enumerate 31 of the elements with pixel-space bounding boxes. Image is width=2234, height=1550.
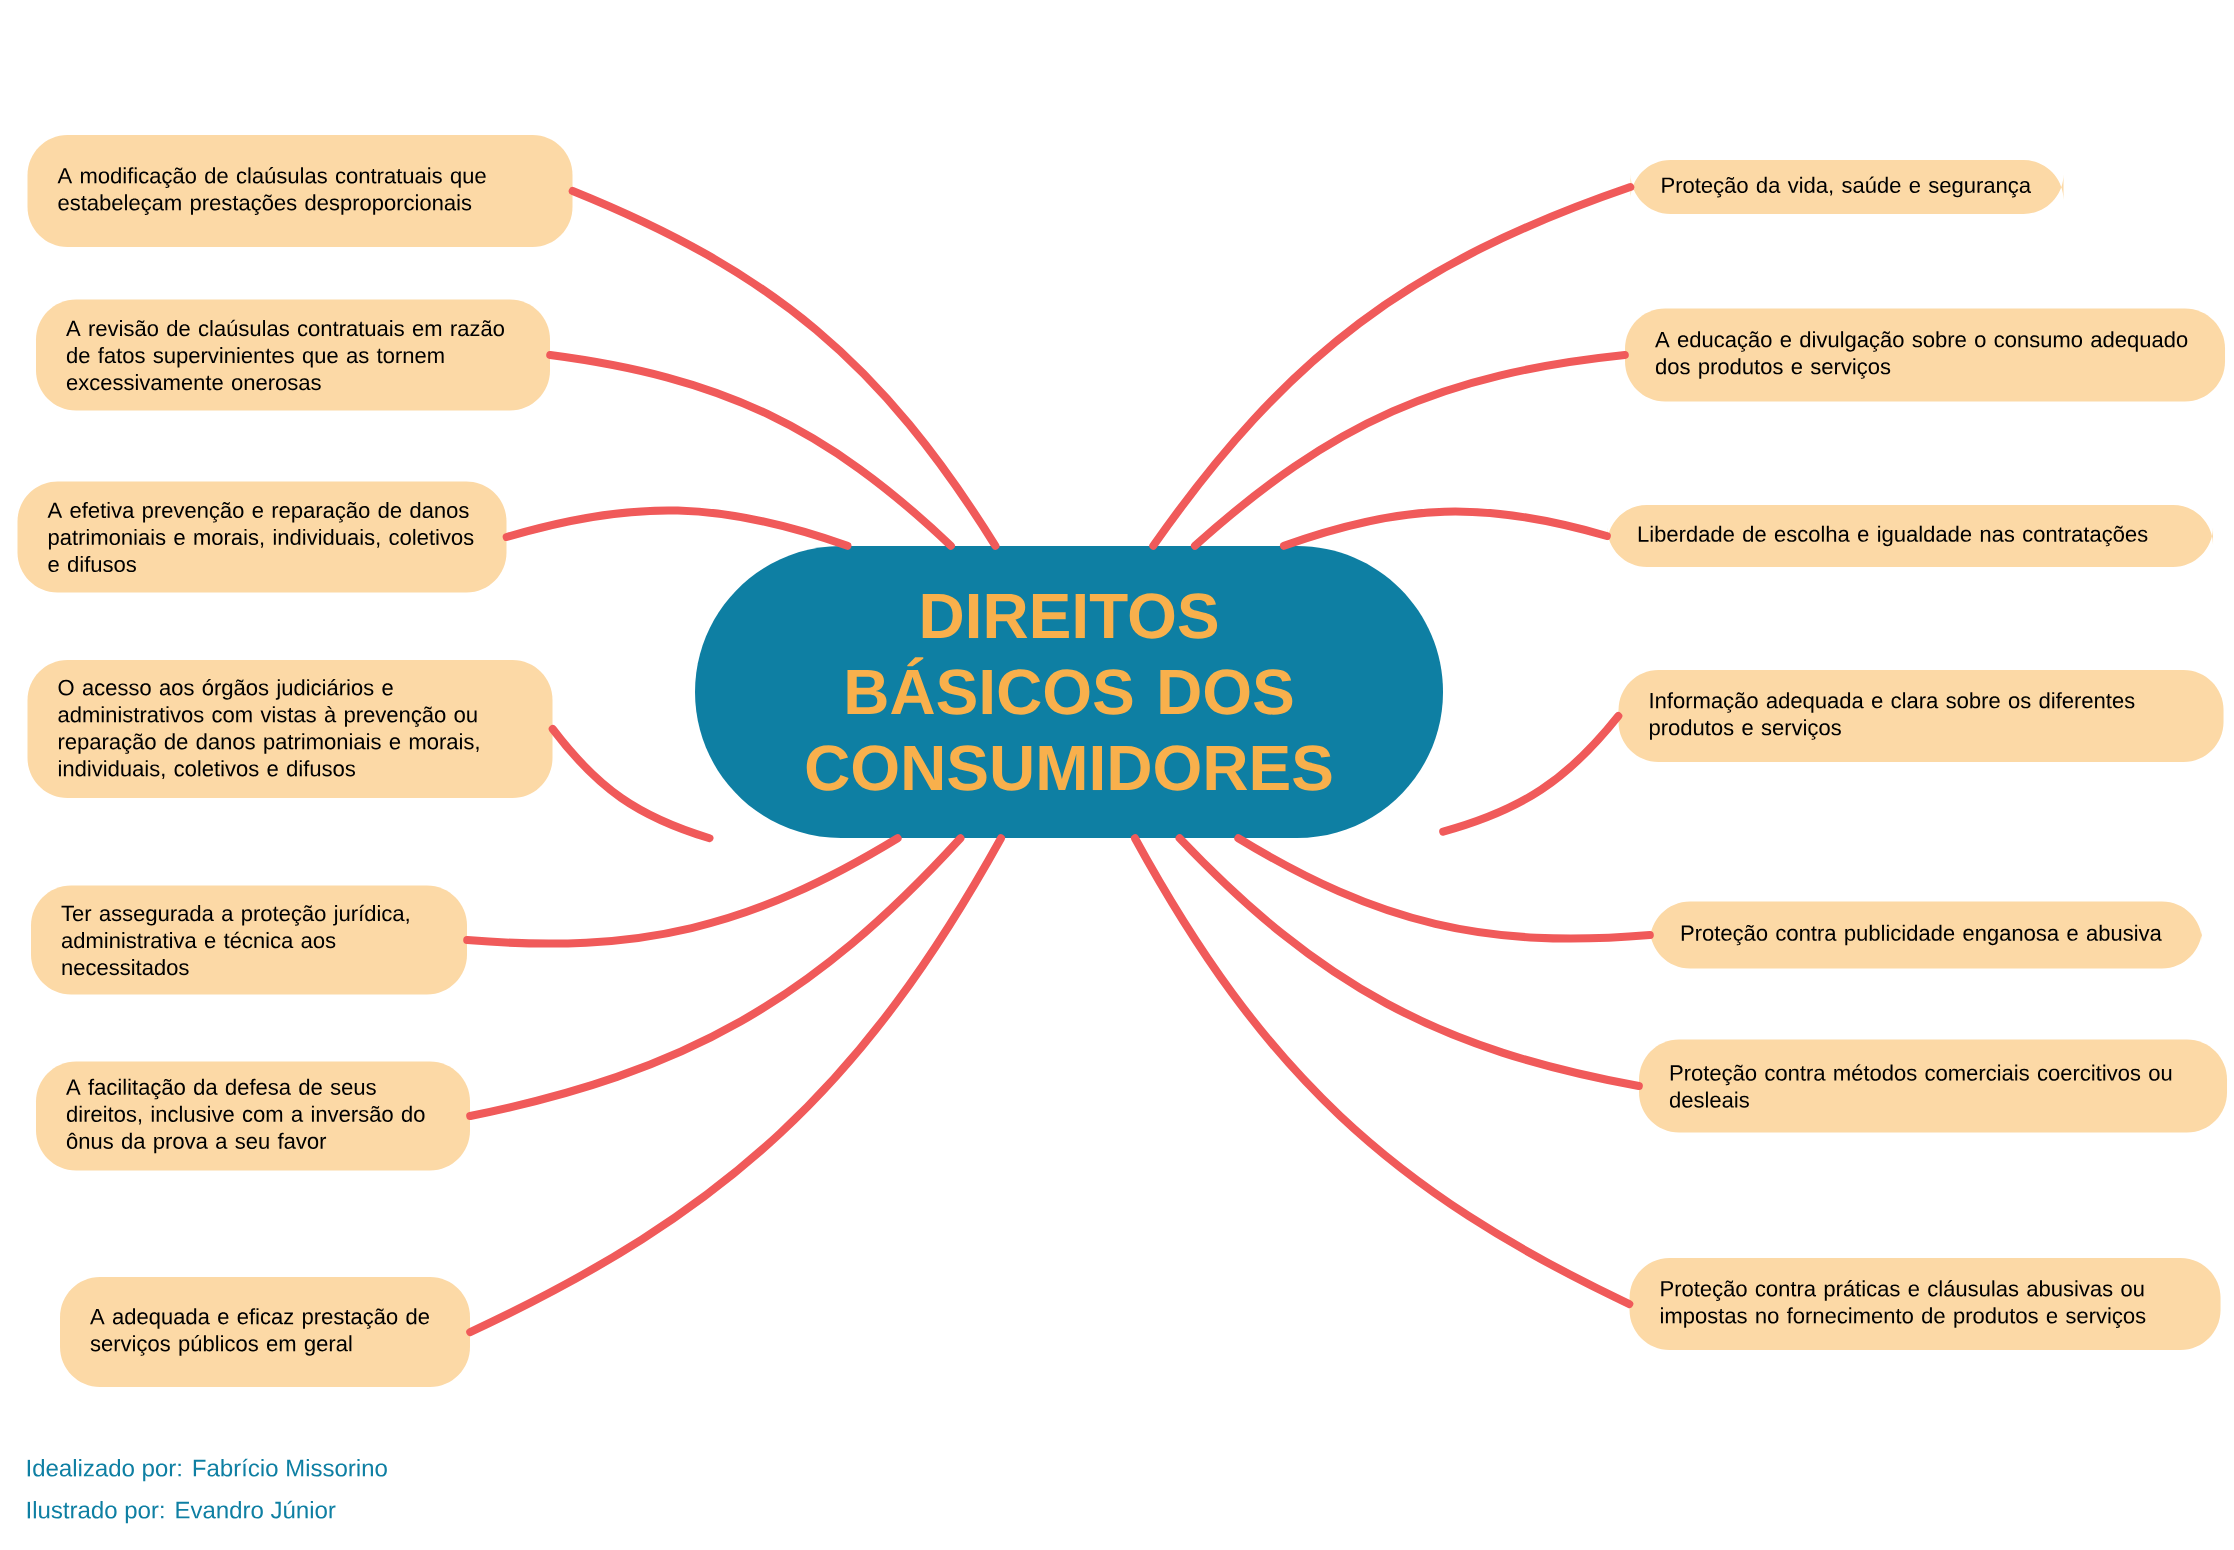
connector-line — [1175, 834, 1643, 1090]
topic-bubble: Proteção contra práticas e cláusulas abusivas ou impostas no fornecimento de produtos e serviços — [1629, 1258, 2221, 1350]
topic-bubble: Proteção contra métodos comerciais coercitivos ou desleais — [1639, 1039, 2228, 1133]
topic-bubble: A revisão de claúsulas contratuais em razão de fatos supervinientes que as tornem excessivamente onerosas — [36, 299, 550, 411]
topic-bubble: Proteção contra publicidade enganosa e abusiva — [1650, 901, 2203, 969]
connector-line — [463, 834, 902, 948]
topic-bubble: Ter assegurada a proteção jurídica, administrativa e técnica aos necessitados — [31, 885, 467, 995]
topic-bubble: A adequada e eficaz prestação de serviços públicos em geral — [60, 1277, 470, 1387]
connector-line — [466, 834, 965, 1120]
connector-line — [548, 725, 714, 843]
topic-bubble: Informação adequada e clara sobre os diferentes produtos e serviços — [1618, 670, 2224, 762]
topic-bubble: Liberdade de escolha e igualdade nas contratações — [1607, 505, 2214, 567]
connector-line — [1190, 351, 1629, 550]
connector-line — [502, 506, 852, 550]
title-pill: DIREITOS BÁSICOS DOS CONSUMIDORES — [695, 546, 1443, 838]
connector-line — [466, 834, 1005, 1336]
connector-line — [1149, 183, 1635, 550]
credit-text: Ilustrado por: Evandro Júnior — [27, 1500, 336, 1524]
topic-bubble: A efetiva prevenção e reparação de danos patrimoniais e morais, individuais, coletivos e difusos — [17, 481, 507, 593]
connector-line — [568, 187, 1000, 550]
topic-bubble: A modificação de claúsulas contratuais que estabeleçam prestações desproporcionais — [27, 135, 573, 247]
topic-bubble: A facilitação da defesa de seus direitos, inclusive com a inversão do ônus da prova a seu favor — [36, 1061, 470, 1171]
connector-line — [1234, 834, 1654, 943]
credit-text: Idealizado por: Fabrício Missorino — [27, 1458, 387, 1482]
connector-line — [1130, 834, 1634, 1308]
topic-bubble: A educação e divulgação sobre o consumo adequado dos produtos e serviços — [1625, 308, 2226, 402]
connector-line — [1439, 712, 1623, 836]
connector-line — [546, 351, 955, 550]
connector-line — [1280, 507, 1611, 550]
topic-bubble: O acesso aos órgãos judiciários e administrativos com vistas à prevenção ou reparação de danos patrimoniais e morais, individuais, coletivos e difusos — [27, 660, 553, 798]
topic-bubble: Proteção da vida, saúde e segurança — [1630, 160, 2064, 214]
